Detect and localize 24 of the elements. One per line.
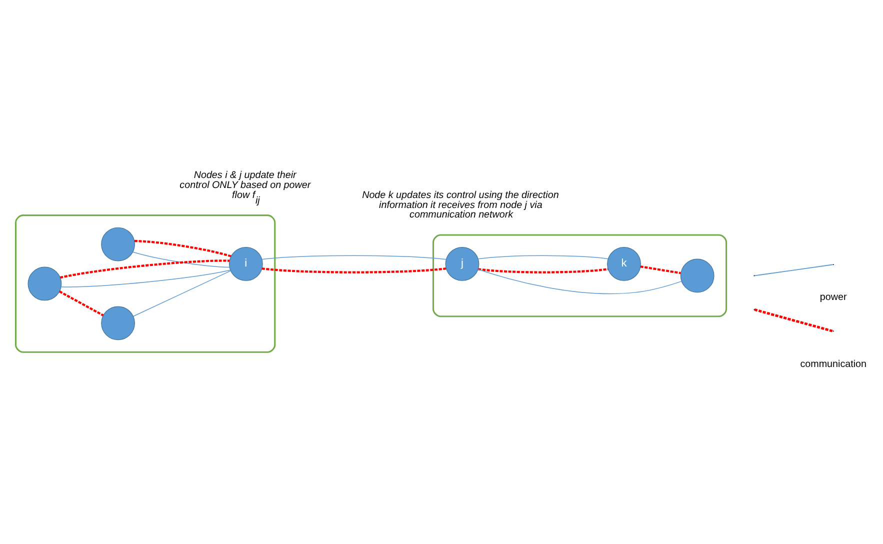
cluster — [432, 234, 728, 318]
cluster — [14, 214, 276, 353]
node-circle — [101, 306, 135, 340]
legend-label: communication — [800, 358, 867, 370]
node-circle — [28, 266, 62, 301]
node-circle: i — [228, 247, 263, 281]
connector — [262, 255, 446, 260]
connector — [133, 270, 231, 317]
connector — [640, 266, 681, 274]
connector — [478, 269, 682, 294]
label: Node k updates its control using the direction information it receives from node j via communication network — [362, 190, 559, 221]
node-circle: j — [445, 247, 480, 281]
legend-label: power — [820, 292, 847, 304]
node-circle — [101, 227, 135, 262]
node-circle — [680, 258, 714, 293]
connector — [478, 268, 608, 274]
connector — [60, 270, 231, 288]
connector — [134, 240, 232, 258]
connector — [132, 252, 230, 268]
node-circle: k — [607, 247, 641, 281]
connector — [262, 267, 446, 274]
connector — [478, 255, 608, 260]
connector — [60, 260, 230, 279]
connector — [59, 290, 104, 316]
